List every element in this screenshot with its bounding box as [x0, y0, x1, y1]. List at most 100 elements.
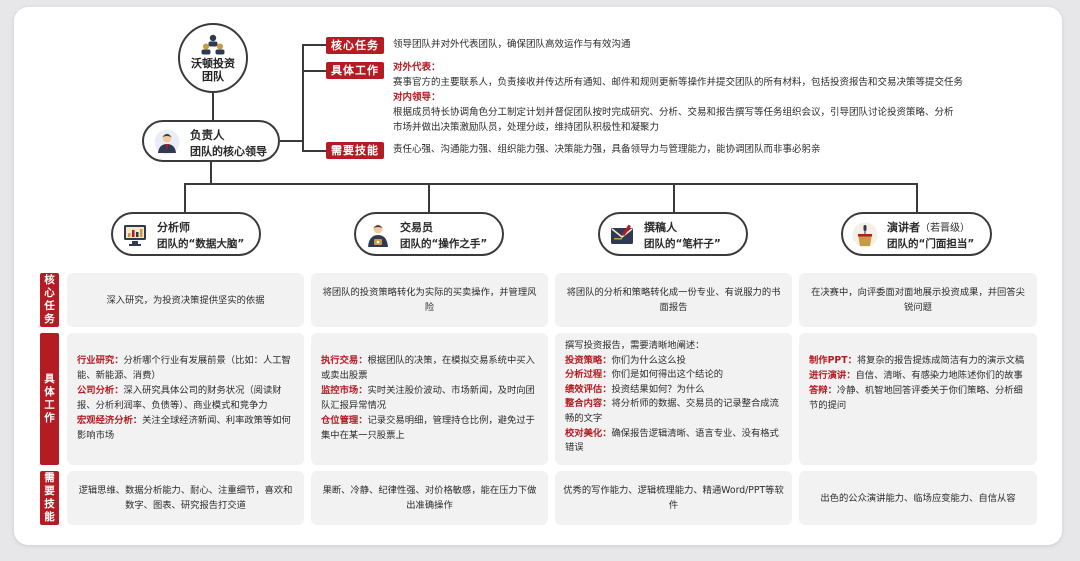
work-speaker-label: 答辩：	[809, 385, 837, 396]
work-trader: 执行交易：根据团队的决策，在模拟交易系统中买入或卖出股票 监控市场：实时关注股价…	[311, 333, 548, 465]
row-label-work: 具体工作	[40, 333, 59, 465]
leader-core-task-tag: 核心任务	[326, 37, 384, 54]
core-task-speaker: 在决赛中，向评委面对面地展示投资成果，并回答尖锐问题	[799, 273, 1037, 327]
line-team-leader	[212, 93, 214, 120]
role-speaker: 演讲者（若晋级） 团队的“门面担当”	[841, 212, 992, 256]
work-writer-item: 绩效评估：投资结果如何？为什么	[565, 383, 782, 398]
work-analyst-item: 宏观经济分析：关注全球经济新闻、利率政策等如何影响市场	[77, 413, 294, 443]
role-trader-title: 交易员	[400, 221, 433, 234]
work-trader-item: 监控市场：实时关注股价波动、市场新闻，及时向团队汇报异常情况	[321, 383, 538, 413]
work-analyst-label: 公司分析：	[77, 385, 124, 396]
work-writer-text: 你们为什么这么投	[611, 354, 686, 366]
role-speaker-name: 演讲者（若晋级）	[887, 219, 970, 235]
work-speaker-item: 答辩：冷静、机智地回答评委关于你们策略、分析细节的提问	[809, 383, 1027, 413]
role-writer-desc: 团队的“笔杆子”	[644, 238, 721, 250]
work-trader-item: 仓位管理：记录交易明细，管理持仓比例，避免过于集中在某一只股票上	[321, 413, 538, 443]
leader-specific-work-tag: 具体工作	[326, 62, 384, 79]
core-task-writer: 将团队的分析和策略转化成一份专业、有说服力的书面报告	[555, 273, 792, 327]
work-speaker-text: 自信、清晰、有感染力地陈述你们的故事	[855, 370, 1023, 381]
work-speaker-label: 进行演讲：	[809, 370, 856, 381]
work-writer-text: 确保报告逻辑清晰、语言专业、没有格式错误	[565, 427, 779, 454]
work-trader-label: 执行交易：	[321, 355, 368, 366]
work-speaker-label: 制作PPT：	[809, 355, 857, 366]
leader-desc: 团队的核心领导	[190, 145, 267, 158]
work-writer-label: 整合内容：	[565, 398, 612, 410]
work-writer-text: 投资结果如何？为什么	[611, 383, 705, 395]
work-writer-text: 将分析师的数据、交易员的记录整合成流畅的文字	[565, 398, 779, 424]
core-task-trader: 将团队的投资策略转化为实际的买卖操作，并管理风险	[311, 273, 548, 327]
team-node: 沃顿投资团队	[178, 23, 248, 93]
line-horizontal-bus	[184, 183, 918, 185]
work-speaker-text: 将复杂的报告提炼成简洁有力的演示文稿	[856, 355, 1025, 366]
line-bracket-bottom	[302, 150, 326, 152]
work-trader-label: 监控市场：	[321, 385, 368, 396]
role-writer-title: 撰稿人	[644, 221, 677, 234]
work-writer-label: 校对美化：	[565, 427, 612, 439]
work-writer-intro: 撰写投资报告，需要清晰地阐述：	[565, 340, 705, 351]
skills-analyst: 逻辑思维、数据分析能力、耐心、注重细节，喜欢和数字、图表、研究报告打交道	[67, 471, 304, 525]
external-rep-text: 赛事官方的主要联系人，负责接收并传达所有通知、邮件和规则更新等操作并提交团队的所…	[393, 77, 964, 88]
work-trader-text: 实时关注股价波动、市场新闻，及时向团队汇报异常情况	[321, 385, 535, 411]
external-rep-label: 对外代表：	[393, 62, 441, 73]
work-speaker-item: 进行演讲：自信、清晰、有感染力地陈述你们的故事	[809, 368, 1027, 383]
work-writer-label: 投资策略：	[565, 354, 612, 366]
role-analyst: 分析师 团队的“数据大脑”	[111, 212, 261, 256]
line-leader-branch	[280, 140, 302, 142]
work-trader-item: 执行交易：根据团队的决策，在模拟交易系统中买入或卖出股票	[321, 353, 538, 383]
row-label-skills: 需要技能	[40, 471, 59, 525]
work-speaker: 制作PPT：将复杂的报告提炼成简洁有力的演示文稿 进行演讲：自信、清晰、有感染力…	[799, 333, 1037, 465]
team-icon	[201, 34, 225, 54]
leader-icon	[154, 129, 180, 155]
work-speaker-item: 制作PPT：将复杂的报告提炼成简洁有力的演示文稿	[809, 353, 1027, 368]
role-speaker-title: 演讲者	[887, 221, 920, 234]
work-writer-item: 投资策略：你们为什么这么投	[565, 354, 782, 369]
role-writer: 撰稿人 团队的“笔杆子”	[598, 212, 748, 256]
writer-icon	[611, 224, 633, 244]
work-writer-label: 分析过程：	[565, 369, 612, 381]
role-writer-name: 撰稿人	[644, 219, 677, 235]
work-writer-item: 整合内容：将分析师的数据、交易员的记录整合成流畅的文字	[565, 397, 782, 426]
work-analyst-text: 关注全球经济新闻、利率政策等如何影响市场	[77, 415, 291, 441]
skills-trader: 果断、冷静、纪律性强、对价格敏感，能在压力下做出准确操作	[311, 471, 548, 525]
work-analyst-label: 行业研究：	[77, 355, 124, 366]
work-analyst: 行业研究：分析哪个行业有发展前景（比如：人工智能、新能源、消费） 公司分析：深入…	[67, 333, 304, 465]
leader-name: 负责人	[190, 128, 225, 142]
leader-node: 负责人 团队的核心领导	[142, 120, 280, 162]
team-title: 沃顿投资团队	[191, 56, 235, 83]
skills-writer: 优秀的写作能力、逻辑梳理能力、精通Word/PPT等软件	[555, 471, 792, 525]
role-trader-desc: 团队的“操作之手”	[400, 238, 488, 250]
trader-icon	[368, 224, 388, 247]
work-writer-item: 分析过程：你们是如何得出这个结论的	[565, 368, 782, 383]
line-leader-down	[210, 162, 212, 184]
line-bracket-mid	[302, 70, 326, 72]
work-trader-label: 仓位管理：	[321, 415, 368, 426]
skills-speaker: 出色的公众演讲能力、临场应变能力、自信从容	[799, 471, 1037, 525]
line-drop-trader	[428, 183, 430, 212]
role-analyst-title: 分析师	[157, 221, 190, 234]
role-speaker-sub: （若晋级）	[920, 223, 970, 234]
work-writer-item: 校对美化：确保报告逻辑清晰、语言专业、没有格式错误	[565, 427, 782, 456]
leader-skills-tag: 需要技能	[326, 142, 384, 159]
line-bracket-top	[302, 44, 326, 46]
internal-lead-text-1: 根据成员特长协调角色分工制定计划并督促团队按时完成研究、分析、交易和报告撰写等任…	[393, 107, 954, 118]
work-trader-text: 记录交易明细，管理持仓比例，避免过于集中在某一只股票上	[321, 415, 535, 441]
work-writer-text: 你们是如何得出这个结论的	[611, 369, 724, 381]
role-trader-name: 交易员	[400, 219, 433, 235]
speaker-icon	[852, 222, 878, 248]
leader-skills-text: 责任心强、沟通能力强、组织能力强、决策能力强，具备领导力与管理能力，能协调团队而…	[393, 144, 821, 155]
work-analyst-text: 分析哪个行业有发展前景（比如：人工智能、新能源、消费）	[77, 355, 291, 381]
leader-core-task-text: 领导团队并对外代表团队，确保团队高效运作与有效沟通	[393, 39, 631, 50]
work-trader-text: 根据团队的决策，在模拟交易系统中买入或卖出股票	[321, 355, 535, 381]
work-analyst-item: 行业研究：分析哪个行业有发展前景（比如：人工智能、新能源、消费）	[77, 353, 294, 383]
line-bracket-vertical	[302, 45, 304, 151]
role-trader: 交易员 团队的“操作之手”	[354, 212, 504, 256]
line-drop-writer	[673, 183, 675, 212]
core-task-analyst: 深入研究，为投资决策提供坚实的依据	[67, 273, 304, 327]
line-drop-speaker	[916, 183, 918, 212]
role-speaker-desc: 团队的“门面担当”	[887, 238, 975, 250]
internal-lead-label: 对内领导：	[393, 92, 441, 103]
line-drop-analyst	[184, 183, 186, 212]
row-label-core: 核心任务	[40, 273, 59, 327]
role-analyst-name: 分析师	[157, 219, 190, 235]
role-analyst-desc: 团队的“数据大脑”	[157, 238, 245, 250]
